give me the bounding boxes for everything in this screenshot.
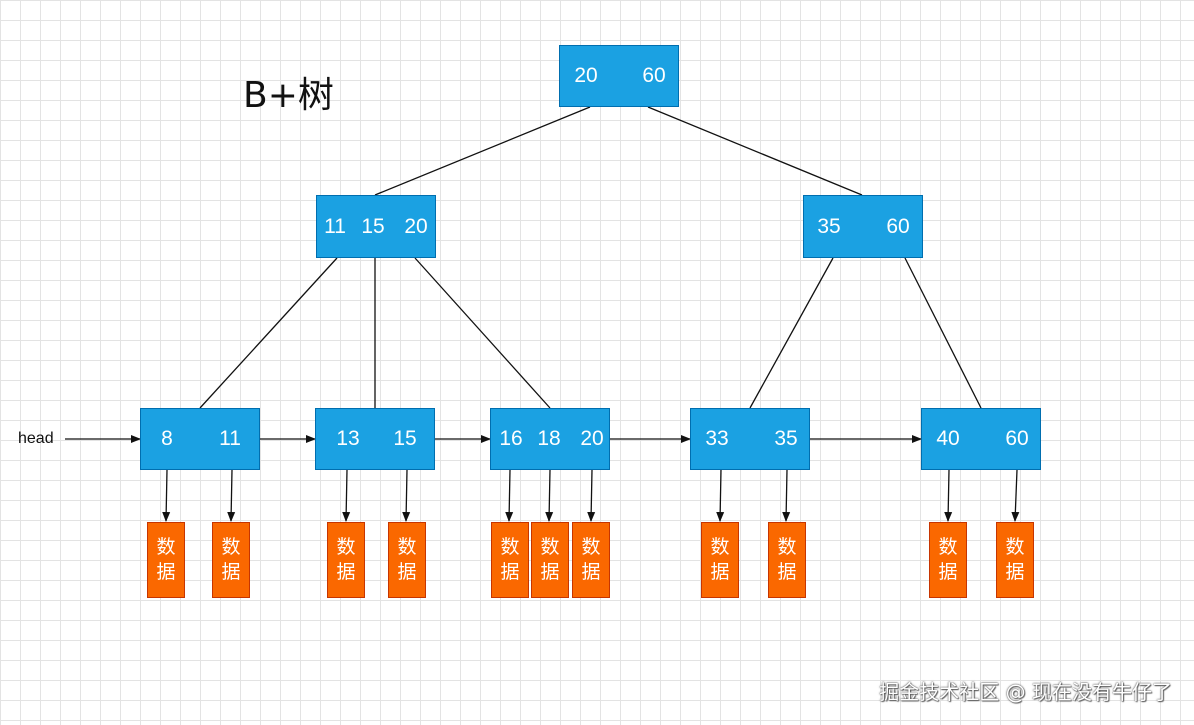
arrow-to-data — [402, 469, 411, 522]
data-block: 数据 — [572, 522, 610, 598]
data-block-label: 数据 — [221, 535, 240, 585]
data-block: 数据 — [212, 522, 250, 598]
node-key: 60 — [886, 214, 910, 238]
data-block: 数据 — [531, 522, 569, 598]
data-block-char: 据 — [397, 561, 417, 583]
data-block-char: 数 — [938, 536, 958, 558]
node-key: 33 — [705, 427, 729, 450]
arrow-to-data — [227, 469, 236, 522]
node-key: 13 — [336, 427, 360, 450]
data-block-label: 数据 — [336, 535, 355, 585]
node-key: 8 — [161, 427, 173, 450]
edge-internal-right-to-leaf-5 — [904, 257, 982, 409]
arrow-to-data — [505, 469, 514, 522]
data-block-char: 数 — [540, 536, 560, 558]
data-block-char: 数 — [777, 536, 797, 558]
leaf-node-4: 33 35 — [690, 408, 810, 470]
arrow-to-data — [944, 469, 953, 522]
node-key: 35 — [774, 427, 798, 450]
data-block-char: 数 — [156, 536, 176, 558]
head-pointer-label: head — [18, 430, 54, 447]
data-block-label: 数据 — [710, 535, 729, 585]
leaf-node-1: 8 11 — [140, 408, 260, 470]
node-key: 11 — [219, 427, 241, 450]
data-block-label: 数据 — [1005, 535, 1024, 585]
node-key: 15 — [361, 214, 385, 238]
data-block-label: 数据 — [938, 535, 957, 585]
diagram-title: B+树 — [243, 75, 334, 116]
edge-root-to-internal-left — [374, 106, 591, 196]
edge-internal-left-to-leaf-1 — [199, 257, 338, 409]
data-block: 数据 — [996, 522, 1034, 598]
internal-node-right: 35 60 — [803, 195, 923, 258]
data-block-label: 数据 — [397, 535, 416, 585]
node-key: 16 — [499, 427, 523, 450]
data-block-char: 数 — [710, 536, 730, 558]
data-block-char: 数 — [500, 536, 520, 558]
edge-root-to-internal-right — [647, 106, 863, 196]
edge-internal-left-to-leaf-3 — [414, 257, 551, 409]
arrow-to-data — [162, 469, 171, 522]
data-block-char: 数 — [1005, 536, 1025, 558]
data-block: 数据 — [701, 522, 739, 598]
arrow-to-data — [1011, 469, 1020, 522]
data-block-char: 据 — [710, 561, 730, 583]
leaf-node-3: 16 18 20 — [490, 408, 610, 470]
node-key: 18 — [537, 427, 561, 450]
data-block-char: 数 — [221, 536, 241, 558]
data-block-char: 数 — [397, 536, 417, 558]
arrow-to-data — [716, 469, 725, 522]
node-key: 35 — [817, 214, 841, 238]
data-block: 数据 — [768, 522, 806, 598]
arrow-to-data — [545, 469, 554, 522]
node-key: 20 — [404, 214, 428, 238]
watermark: 掘金技术社区 @ 现在没有牛仔了 — [879, 680, 1172, 704]
leaf-node-5: 40 60 — [921, 408, 1041, 470]
node-key: 40 — [936, 427, 960, 450]
data-block-label: 数据 — [156, 535, 175, 585]
data-block-char: 数 — [336, 536, 356, 558]
node-key: 11 — [324, 214, 346, 238]
node-key: 60 — [642, 64, 666, 87]
data-block-char: 据 — [336, 561, 356, 583]
data-block-char: 据 — [581, 561, 601, 583]
data-block: 数据 — [147, 522, 185, 598]
data-block-char: 据 — [221, 561, 241, 583]
data-block: 数据 — [491, 522, 529, 598]
data-block-label: 数据 — [540, 535, 559, 585]
node-key: 60 — [1005, 427, 1029, 450]
arrow-to-data — [587, 469, 596, 522]
data-block: 数据 — [388, 522, 426, 598]
root-node: 20 60 — [559, 45, 679, 107]
data-block: 数据 — [327, 522, 365, 598]
leaf-node-2: 13 15 — [315, 408, 435, 470]
data-block-label: 数据 — [500, 535, 519, 585]
data-block-char: 据 — [1005, 561, 1025, 583]
node-key: 20 — [580, 427, 604, 450]
data-block-char: 据 — [156, 561, 176, 583]
node-key: 15 — [393, 427, 417, 450]
data-block-label: 数据 — [581, 535, 600, 585]
internal-node-left: 11 15 20 — [316, 195, 436, 258]
data-block-label: 数据 — [777, 535, 796, 585]
edge-internal-right-to-leaf-4 — [749, 257, 834, 409]
data-block-char: 据 — [540, 561, 560, 583]
data-block-char: 据 — [500, 561, 520, 583]
data-block-char: 据 — [777, 561, 797, 583]
arrow-to-data — [782, 469, 791, 522]
data-block-char: 据 — [938, 561, 958, 583]
arrow-to-data — [342, 469, 351, 522]
data-block: 数据 — [929, 522, 967, 598]
data-block-char: 数 — [581, 536, 601, 558]
node-key: 20 — [574, 64, 598, 87]
